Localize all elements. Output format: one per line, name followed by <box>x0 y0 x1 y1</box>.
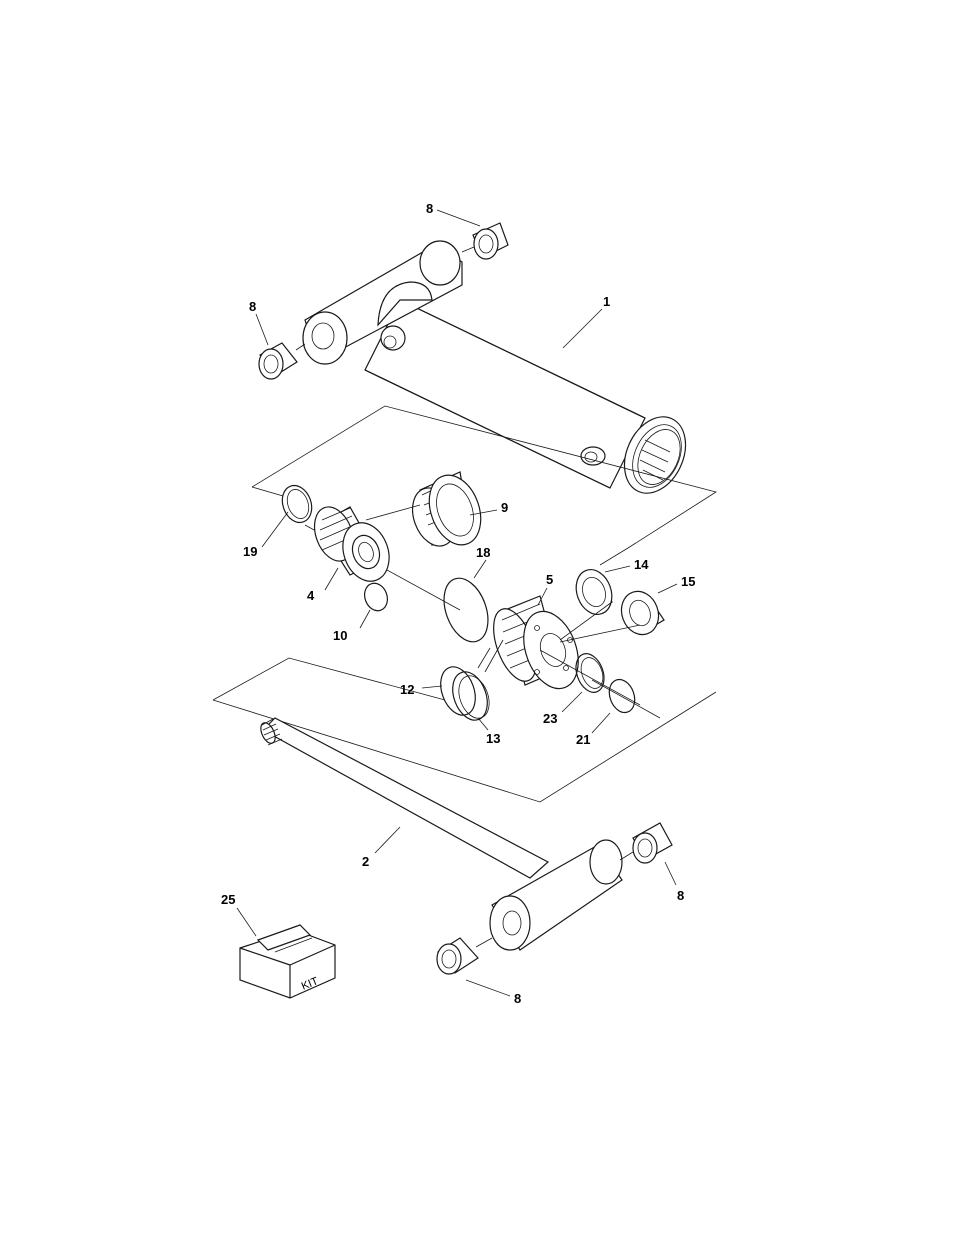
piston-9 <box>405 468 490 552</box>
bushing-top-right <box>462 223 508 259</box>
exploded-plane-gland <box>600 548 628 565</box>
callout-label-18: 18 <box>476 545 490 560</box>
bushing-bottom-left <box>437 938 492 974</box>
retaining-ring-19 <box>277 481 316 526</box>
head-4 <box>308 502 397 588</box>
piston-rod <box>258 718 622 950</box>
callout-label-4: 4 <box>307 588 315 603</box>
callout-label-2: 2 <box>362 854 369 869</box>
gland-5 <box>485 596 588 696</box>
ring-21 <box>605 676 639 716</box>
cylinder-barrel <box>303 241 697 503</box>
callout-label-12: 12 <box>400 682 414 697</box>
o-ring-18 <box>436 572 496 648</box>
bushing-top-left <box>259 343 305 379</box>
seal-14 <box>570 565 618 620</box>
bushing-bottom-right <box>620 823 672 863</box>
callout-label-15: 15 <box>681 574 695 589</box>
callout-label-21: 21 <box>576 732 590 747</box>
callout-label-5: 5 <box>546 572 553 587</box>
callout-label-8-bottom-right: 8 <box>677 888 684 903</box>
callout-label-10: 10 <box>333 628 347 643</box>
callout-label-14: 14 <box>634 557 649 572</box>
callout-label-13: 13 <box>486 731 500 746</box>
callout-label-25: 25 <box>221 892 235 907</box>
callout-label-8-top: 8 <box>426 201 433 216</box>
callout-label-9: 9 <box>501 500 508 515</box>
wiper-15 <box>616 586 665 640</box>
callout-label-23: 23 <box>543 711 557 726</box>
callout-label-1: 1 <box>603 294 610 309</box>
callout-label-8-bottom-left: 8 <box>514 991 521 1006</box>
callout-label-8-left: 8 <box>249 299 256 314</box>
kit-box: KIT <box>240 925 335 998</box>
callout-label-19: 19 <box>243 544 257 559</box>
o-ring-10 <box>361 580 391 614</box>
